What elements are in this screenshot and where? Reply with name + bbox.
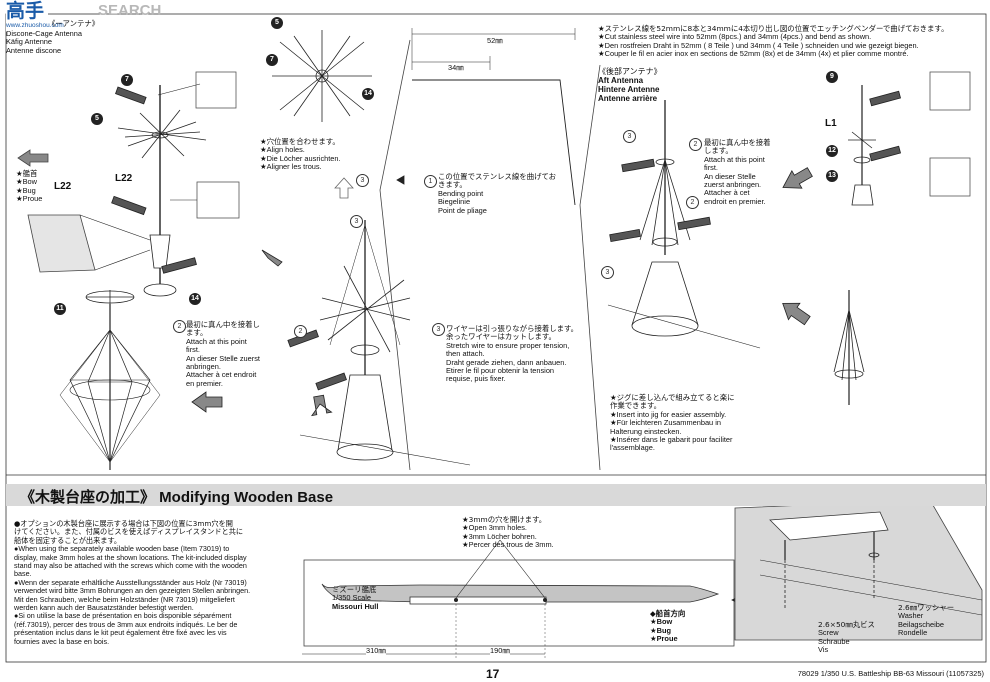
bow-direction-label: ★艦首 ★Bow ★Bug ★Proue	[16, 169, 43, 204]
finished-aft-antenna	[833, 290, 865, 405]
part-l1-label: L1	[825, 118, 837, 129]
cage-antenna-drawing	[59, 290, 161, 470]
hull-label: ミズーリ艦底 1/350 Scale Missouri Hull	[332, 585, 379, 611]
part-14b-marker: 14	[362, 88, 374, 100]
dim-34mm: 34㎜	[448, 63, 464, 72]
aft-antenna-parts	[848, 71, 971, 206]
part-7b-marker: 7	[266, 54, 278, 66]
section-header-band	[6, 484, 986, 506]
part-13-marker: 13	[826, 170, 838, 182]
screw-label: 2.6×50㎜丸ビス Screw Schraube Vis	[818, 620, 875, 655]
step-2-marker-d: 2	[686, 196, 699, 209]
attach-first-note: 最初に真ん中を接着し ます。 Attach at this point firs…	[186, 320, 260, 388]
part-5-marker: 5	[91, 113, 103, 125]
part-7-marker: 7	[121, 74, 133, 86]
part-14-marker: 14	[189, 293, 201, 305]
aft-antenna-drawing	[607, 100, 761, 349]
page-number: 17	[486, 667, 500, 681]
dim-190mm: 190㎜	[490, 646, 510, 656]
wooden-base-instructions: ●オプションの木製台座に展示する場合は下図の位置に3mm穴を開 けてください。ま…	[14, 519, 251, 646]
holes-note: ★3mmの穴を開けます。 ★Open 3mm holes. ★3mm Löche…	[462, 515, 554, 550]
step-3-marker-a: 3	[356, 174, 369, 187]
wooden-base-diagram	[734, 499, 983, 641]
discone-heading: 《ーアンテナ》 Discone-Cage Antenna Käfig Anten…	[6, 19, 100, 55]
footer-reference: 78029 1/350 U.S. Battleship BB-63 Missou…	[797, 669, 984, 678]
section-title: 《木製台座の加工》 Modifying Wooden Base	[20, 489, 334, 506]
aft-antenna-heading: 《後部アンテナ》 Aft Antenna Hintere Antenne Ant…	[598, 67, 662, 103]
step-1-marker: 1	[424, 175, 437, 188]
step-3-marker-b: 3	[350, 215, 363, 228]
part-12-marker: 12	[826, 145, 838, 157]
watermark-search: SEARCH	[98, 2, 162, 19]
part-5b-marker: 5	[271, 17, 283, 29]
step-2-marker: 2	[173, 320, 186, 333]
step-3-marker-c: 3	[432, 323, 445, 336]
bow-direction-note: ◆船首方向 ★Bow ★Bug ★Proue	[650, 609, 686, 644]
attach-first-note-b: 最初に真ん中を接着 します。 Attach at this point firs…	[704, 138, 771, 206]
dim-310mm: 310㎜	[366, 646, 386, 656]
step-3-marker-e: 3	[601, 266, 614, 279]
jig-stand-drawing	[287, 220, 471, 466]
jig-note: ★ジグに差し込んで組み立てると楽に 作業できます。 ★Insert into j…	[610, 393, 735, 453]
step-2-marker-c: 2	[689, 138, 702, 151]
bend-dimension-diagram	[411, 28, 576, 206]
align-holes-note: ★穴位置を合わせます。 ★Align holes. ★Die Löcher au…	[260, 137, 341, 172]
cut-wire-note: ★ステンレス線を52mmに8本と34mmに4本切り出し図の位置でエッチングベンダ…	[598, 24, 949, 59]
bending-point-note: この位置でステンレス線を曲げてお きます。 Bending point Bieg…	[438, 172, 557, 215]
watermark-logo: 高手	[6, 1, 45, 22]
stretch-wire-note: ワイヤーは引っ張りながら接着します。 余ったワイヤーはカットします。 Stret…	[446, 324, 579, 384]
dim-52mm: 52㎜	[487, 36, 503, 45]
watermark-url: www.zhuoshou.com	[6, 22, 64, 29]
wire-jig-drawing	[272, 30, 372, 122]
part-11-marker: 11	[54, 303, 66, 315]
washer-label: 2.6㎜ワッシャー Washer Beilagscheibe Rondelle	[898, 603, 955, 638]
step-3-marker-d: 3	[623, 130, 636, 143]
part-l22-label: L22	[54, 181, 72, 192]
part-9-marker: 9	[826, 71, 838, 83]
discone-mast-drawing	[27, 71, 240, 297]
part-l22-label-b: L22	[115, 173, 133, 184]
step-2-marker-b: 2	[294, 325, 307, 338]
hull-diagram	[302, 539, 745, 660]
